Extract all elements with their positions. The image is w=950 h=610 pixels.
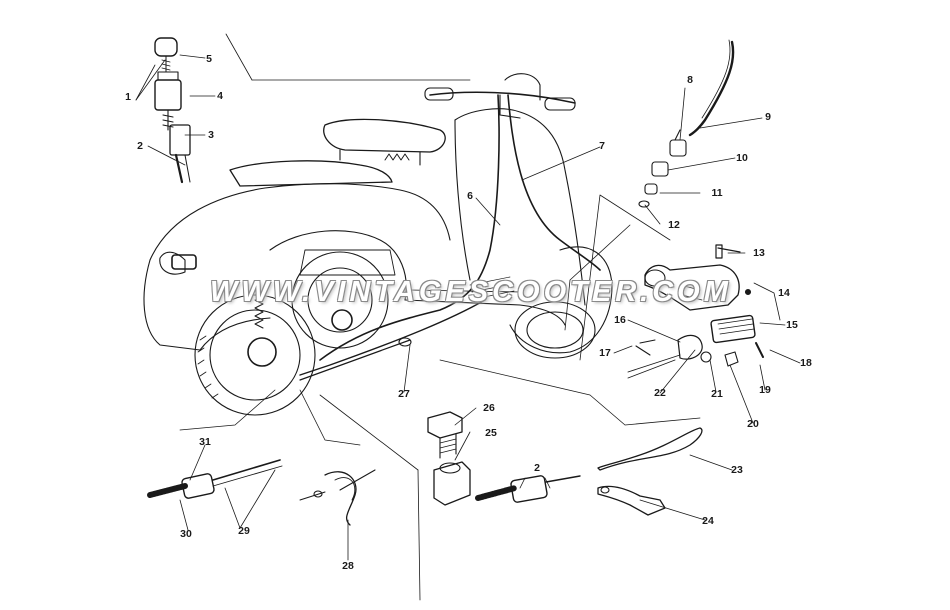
callout-21: 21: [711, 387, 723, 400]
callout-15: 15: [786, 318, 798, 331]
callout-3: 3: [208, 128, 214, 141]
callout-13: 13: [753, 246, 765, 259]
callout-12: 12: [668, 218, 680, 231]
callout-30: 30: [180, 527, 192, 540]
callout-6: 6: [467, 189, 473, 202]
scooter-body: [143, 73, 613, 416]
callout-29: 29: [238, 524, 250, 537]
speedometer-cable-group: [638, 39, 735, 208]
callout-26: 26: [483, 401, 495, 414]
callout-16: 16: [614, 313, 626, 326]
callout-11: 11: [711, 186, 723, 199]
stand-parts: [597, 427, 703, 516]
callout-27: 27: [398, 387, 410, 400]
bolt-nut-group: [427, 411, 471, 506]
leader-lines: [135, 33, 801, 601]
callout-28: 28: [342, 559, 354, 572]
callout-23: 23: [731, 463, 743, 476]
cable-adjuster-group: [154, 37, 191, 184]
callout-2: 2: [137, 139, 143, 152]
callout-2-lower: 2: [534, 461, 540, 474]
cable-clip: [299, 469, 376, 526]
callout-24: 24: [702, 514, 714, 527]
callout-20: 20: [747, 417, 759, 430]
callout-19: 19: [759, 383, 771, 396]
callout-14: 14: [778, 286, 790, 299]
watermark-text: WWW.VINTAGESCOOTER.COM: [210, 276, 732, 308]
callout-22: 22: [654, 386, 666, 399]
callout-18: 18: [800, 356, 812, 369]
cable-end-group: [147, 459, 581, 503]
callout-1: 1: [125, 90, 131, 103]
callout-31: 31: [199, 435, 211, 448]
callout-8: 8: [687, 73, 693, 86]
callout-9: 9: [765, 110, 771, 123]
callout-5: 5: [206, 52, 212, 65]
callout-4: 4: [217, 89, 223, 102]
callout-17: 17: [599, 346, 611, 359]
brake-pedal-group: [627, 244, 764, 379]
callout-10: 10: [736, 151, 748, 164]
callout-7: 7: [599, 139, 605, 152]
callout-25: 25: [485, 426, 497, 439]
